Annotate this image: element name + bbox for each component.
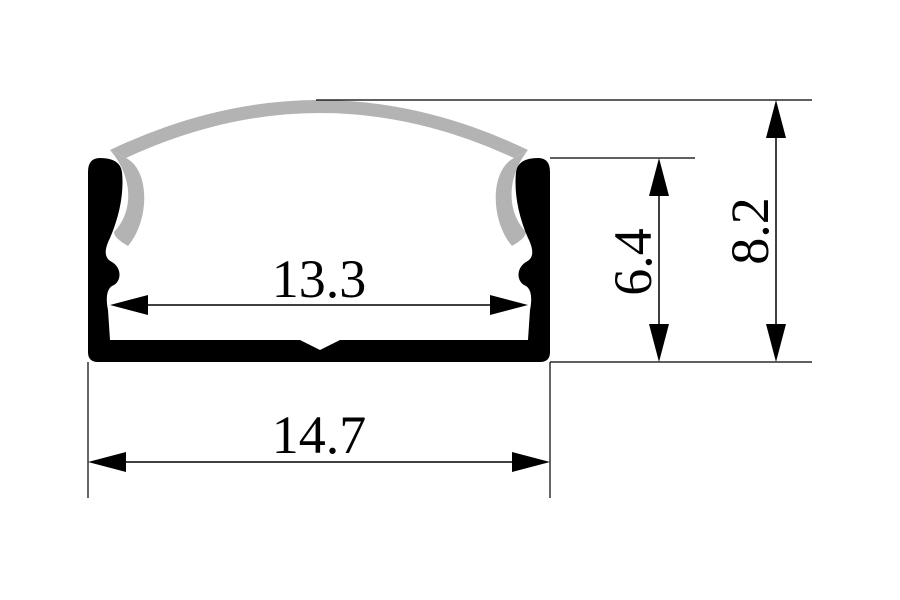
arrow-inner-width-left — [110, 295, 148, 315]
extension-lines — [87, 99, 812, 498]
arrow-inner-height-bottom — [649, 324, 669, 362]
arrow-outer-width-left — [88, 452, 126, 472]
diffuser-arc — [110, 100, 528, 158]
arrow-inner-height-top — [649, 158, 669, 196]
arrow-inner-width-right — [490, 295, 528, 315]
label-inner-width: 13.3 — [272, 249, 367, 309]
arrow-total-height-bottom — [766, 324, 786, 362]
arrow-total-height-top — [766, 100, 786, 138]
arrow-outer-width-right — [512, 452, 550, 472]
label-total-height: 8.2 — [720, 197, 780, 265]
dimension-lines — [88, 100, 786, 472]
label-inner-height: 6.4 — [603, 228, 663, 296]
diffuser-left-leg — [110, 150, 145, 246]
diffuser-right-leg — [495, 150, 528, 246]
label-outer-width: 14.7 — [272, 405, 367, 465]
aluminium-profile — [88, 158, 550, 362]
diffuser-cover — [110, 100, 528, 246]
